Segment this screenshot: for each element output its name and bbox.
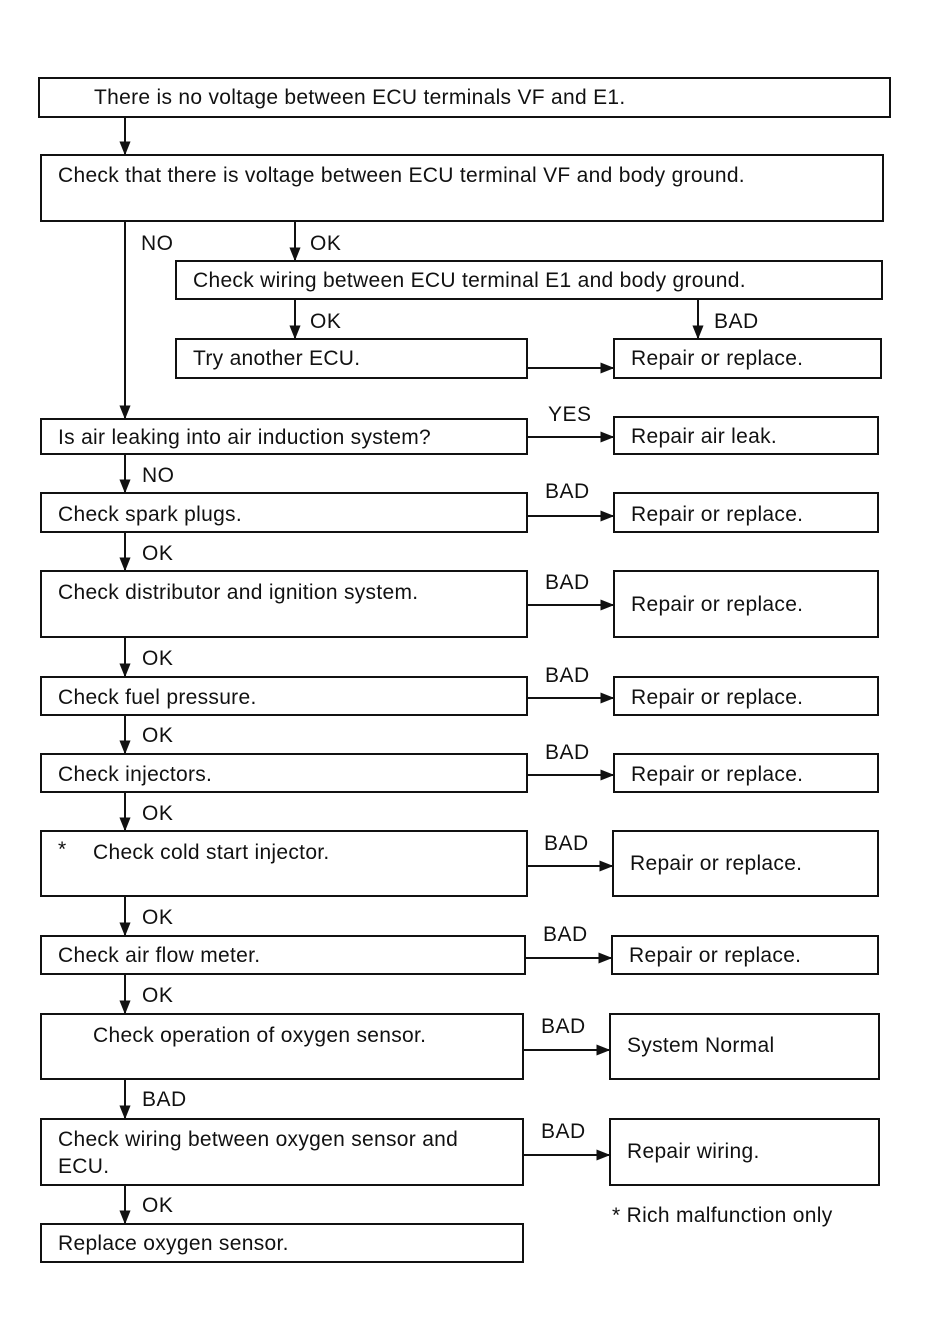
start-text: There is no voltage between ECU terminal… xyxy=(94,86,626,109)
spark-plugs-text: Check spark plugs. xyxy=(58,503,242,526)
repair-replace-box-3: Repair or replace. xyxy=(613,570,879,638)
label-dist-bad: BAD xyxy=(545,571,590,594)
label-leak-no: NO xyxy=(142,464,175,487)
label-e1-bad: BAD xyxy=(714,310,759,333)
system-normal-box: System Normal xyxy=(609,1013,880,1080)
replace-oxygen-text: Replace oxygen sensor. xyxy=(58,1232,289,1255)
repair-replace-text-6: Repair or replace. xyxy=(630,852,803,875)
replace-oxygen-box: Replace oxygen sensor. xyxy=(40,1223,524,1263)
label-o2-bad-right: BAD xyxy=(541,1015,586,1038)
label-inj-bad: BAD xyxy=(545,741,590,764)
label-afm-bad: BAD xyxy=(543,923,588,946)
repair-replace-box-4: Repair or replace. xyxy=(613,676,879,716)
try-ecu-text: Try another ECU. xyxy=(193,347,361,370)
oxygen-operation-box: Check operation of oxygen sensor. xyxy=(40,1013,524,1080)
label-dist-ok: OK xyxy=(142,647,174,670)
footnote: * Rich malfunction only xyxy=(612,1204,833,1227)
repair-replace-box-1: Repair or replace. xyxy=(613,338,882,379)
air-flow-text: Check air flow meter. xyxy=(58,944,261,967)
label-wiring-bad: BAD xyxy=(541,1120,586,1143)
air-flow-box: Check air flow meter. xyxy=(40,935,526,975)
repair-wiring-box: Repair wiring. xyxy=(609,1118,880,1186)
label-e1-ok: OK xyxy=(310,310,342,333)
label-fuel-bad: BAD xyxy=(545,664,590,687)
label-vf-ok: OK xyxy=(310,232,342,255)
label-fuel-ok: OK xyxy=(142,724,174,747)
injectors-text: Check injectors. xyxy=(58,763,213,786)
try-ecu-box: Try another ECU. xyxy=(175,338,528,379)
air-leak-box: Is air leaking into air induction system… xyxy=(40,418,528,455)
oxygen-wiring-text: Check wiring between oxygen sensor and E… xyxy=(58,1128,459,1178)
air-leak-text: Is air leaking into air induction system… xyxy=(58,426,431,449)
repair-air-leak-box: Repair air leak. xyxy=(613,416,879,455)
repair-replace-text-1: Repair or replace. xyxy=(631,347,804,370)
repair-replace-box-6: Repair or replace. xyxy=(612,830,879,897)
check-e1-text: Check wiring between ECU terminal E1 and… xyxy=(193,269,746,292)
check-vf-box: Check that there is voltage between ECU … xyxy=(40,154,884,222)
label-cold-ok: OK xyxy=(142,906,174,929)
check-vf-text: Check that there is voltage between ECU … xyxy=(58,164,745,187)
oxygen-wiring-box: Check wiring between oxygen sensor and E… xyxy=(40,1118,524,1186)
system-normal-text: System Normal xyxy=(627,1034,775,1057)
cold-start-box: * Check cold start injector. xyxy=(40,830,528,897)
repair-wiring-text: Repair wiring. xyxy=(627,1140,760,1163)
repair-replace-text-5: Repair or replace. xyxy=(631,763,804,786)
repair-replace-box-7: Repair or replace. xyxy=(611,935,879,975)
start-box: There is no voltage between ECU terminal… xyxy=(38,77,891,118)
label-wiring-ok: OK xyxy=(142,1194,174,1217)
repair-replace-text-4: Repair or replace. xyxy=(631,686,804,709)
label-spark-bad: BAD xyxy=(545,480,590,503)
cold-start-text: Check cold start injector. xyxy=(93,841,330,864)
label-leak-yes: YES xyxy=(548,403,592,426)
fuel-pressure-box: Check fuel pressure. xyxy=(40,676,528,716)
label-vf-no: NO xyxy=(141,232,174,255)
repair-replace-box-2: Repair or replace. xyxy=(613,492,879,533)
repair-replace-text-3: Repair or replace. xyxy=(631,593,804,616)
distributor-text: Check distributor and ignition system. xyxy=(58,581,419,604)
spark-plugs-box: Check spark plugs. xyxy=(40,492,528,533)
injectors-box: Check injectors. xyxy=(40,753,528,793)
distributor-box: Check distributor and ignition system. xyxy=(40,570,528,638)
label-spark-ok: OK xyxy=(142,542,174,565)
label-inj-ok: OK xyxy=(142,802,174,825)
repair-air-leak-text: Repair air leak. xyxy=(631,425,778,448)
oxygen-operation-text: Check operation of oxygen sensor. xyxy=(93,1024,427,1047)
repair-replace-box-5: Repair or replace. xyxy=(613,753,879,793)
label-cold-bad: BAD xyxy=(544,832,589,855)
label-o2-bad-down: BAD xyxy=(142,1088,187,1111)
check-e1-box: Check wiring between ECU terminal E1 and… xyxy=(175,260,883,300)
fuel-pressure-text: Check fuel pressure. xyxy=(58,686,257,709)
cold-start-mark: * xyxy=(58,838,67,861)
label-afm-ok: OK xyxy=(142,984,174,1007)
repair-replace-text-2: Repair or replace. xyxy=(631,503,804,526)
repair-replace-text-7: Repair or replace. xyxy=(629,944,802,967)
